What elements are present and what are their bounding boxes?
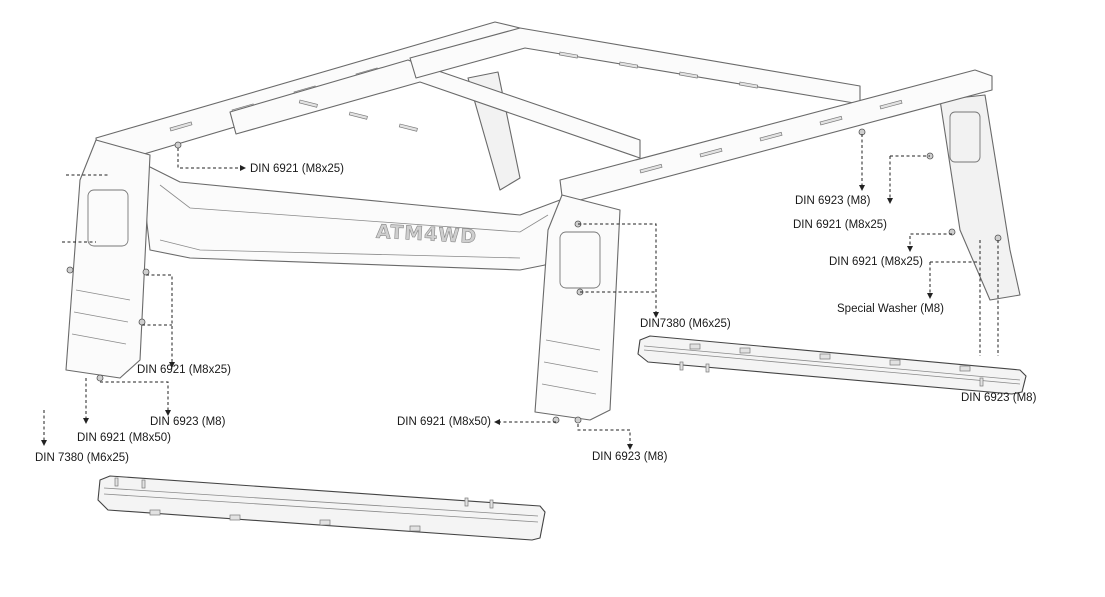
rack-frame: ATM4WD	[65, 21, 1021, 421]
leader-lines	[41, 134, 999, 450]
callout-c8: DIN 6923 (M8)	[592, 451, 668, 463]
callout-c7: DIN 6921 (M8x50)	[397, 416, 491, 428]
beam-bevel	[159, 184, 549, 233]
callout-c3: DIN 6923 (M8)	[150, 416, 226, 428]
callout-labels: DIN 6921 (M8x25) DIN 6921 (M8x25) DIN 69…	[35, 163, 1037, 464]
callout-c2: DIN 6921 (M8x25)	[137, 364, 231, 376]
callout-c5: DIN 7380 (M6x25)	[35, 452, 129, 464]
callout-c12: Special Washer (M8)	[837, 303, 944, 315]
left-leg-window	[87, 189, 129, 247]
back-leg-window	[949, 111, 981, 163]
left-mounting-rail	[97, 475, 546, 541]
front-left-leg	[65, 139, 151, 379]
callout-c6: DIN7380 (M6x25)	[640, 318, 731, 330]
callout-c9: DIN 6923 (M8)	[795, 195, 871, 207]
right-mounting-rail	[637, 335, 1027, 395]
right-leg-vents	[541, 339, 601, 395]
callout-c11: DIN 6921 (M8x25)	[829, 256, 923, 268]
callout-c13: DIN 6923 (M8)	[961, 392, 1037, 404]
callout-c1: DIN 6921 (M8x25)	[250, 163, 344, 175]
right-rail-slots	[639, 99, 903, 174]
cross-bar-front	[229, 59, 641, 159]
callout-c4: DIN 6921 (M8x50)	[77, 432, 171, 444]
front-right-leg	[534, 194, 621, 421]
beam-lower-edge	[159, 239, 521, 259]
brand-logo: ATM4WD	[376, 221, 478, 248]
left-leg-vents	[71, 289, 131, 345]
crossbar-slots	[298, 51, 759, 132]
back-right-leg	[939, 94, 1021, 301]
right-leg-window	[559, 231, 601, 289]
callout-c10: DIN 6921 (M8x25)	[793, 219, 887, 231]
